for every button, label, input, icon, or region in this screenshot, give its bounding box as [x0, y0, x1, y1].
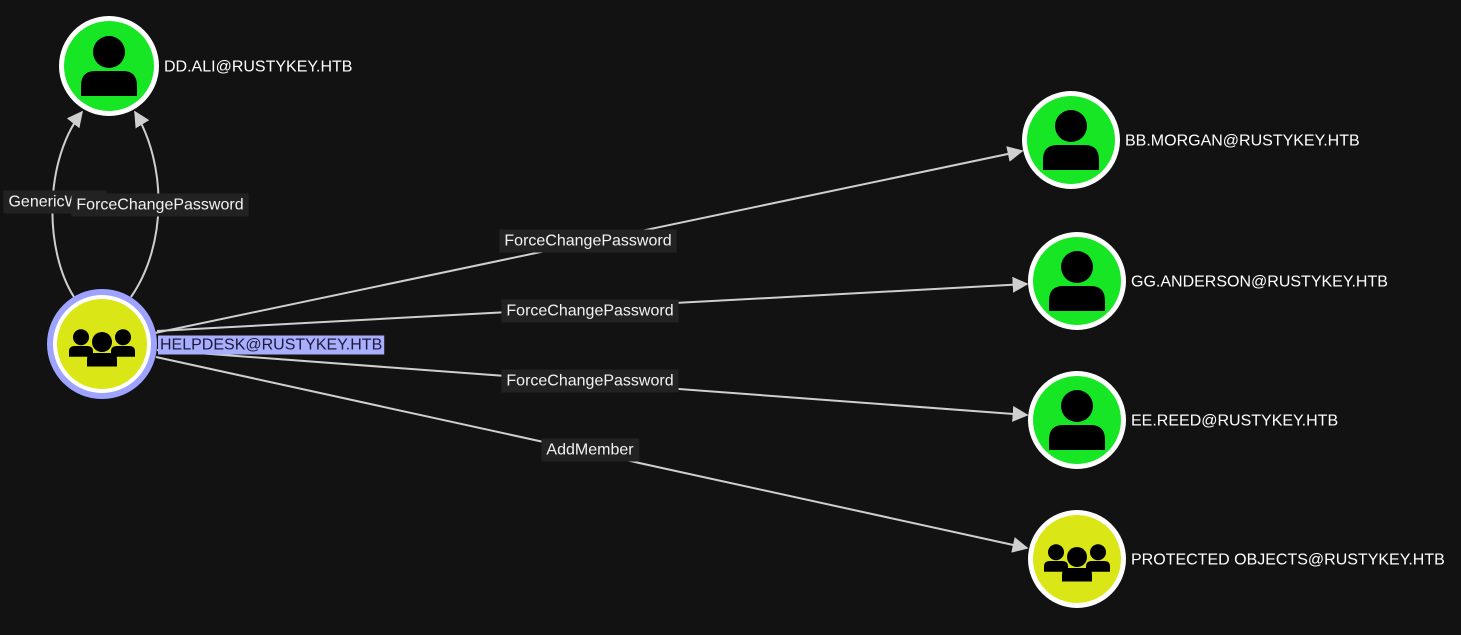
group-icon — [1044, 544, 1110, 582]
edge-label-text: ForceChangePassword — [506, 373, 673, 390]
edges-layer — [51, 110, 1029, 553]
node-label: DD.ALI@RUSTYKEY.HTB — [164, 59, 352, 76]
group-icon — [69, 329, 135, 367]
edge-label-e4[interactable]: ForceChangePassword — [501, 299, 679, 323]
edge-label-bg — [499, 229, 677, 253]
node-label: GG.ANDERSON@RUSTYKEY.HTB — [1131, 274, 1388, 291]
node-gg_anderson[interactable]: GG.ANDERSON@RUSTYKEY.HTB — [1028, 232, 1388, 330]
edge-label-text: ForceChangePassword — [506, 303, 673, 320]
node-label-highlight — [158, 335, 385, 355]
user-icon — [81, 36, 137, 96]
edge-labels-layer: GenericWriteForceChangePasswordForceChan… — [3, 190, 679, 462]
node-label: EE.REED@RUSTYKEY.HTB — [1131, 413, 1338, 430]
edge-label-e3[interactable]: ForceChangePassword — [499, 229, 677, 253]
edge-label-bg — [541, 438, 640, 462]
node-ee_reed[interactable]: EE.REED@RUSTYKEY.HTB — [1028, 371, 1338, 469]
edge-label-text: ForceChangePassword — [504, 233, 671, 250]
edge-label-text: AddMember — [546, 442, 634, 459]
user-icon — [1043, 110, 1099, 170]
edge-label-bg — [501, 369, 679, 393]
edge-label-bg — [501, 299, 679, 323]
edge-label-e2[interactable]: ForceChangePassword — [71, 193, 249, 217]
node-dd_ali[interactable]: DD.ALI@RUSTYKEY.HTB — [59, 16, 352, 116]
edge-label-text: ForceChangePassword — [76, 197, 243, 214]
node-label: BB.MORGAN@RUSTYKEY.HTB — [1125, 133, 1360, 150]
user-icon — [1049, 251, 1105, 311]
edge-label-e5[interactable]: ForceChangePassword — [501, 369, 679, 393]
edge-label-bg — [71, 193, 249, 217]
node-helpdesk[interactable]: HELPDESK@RUSTYKEY.HTB — [47, 289, 385, 399]
node-label: PROTECTED OBJECTS@RUSTYKEY.HTB — [1131, 552, 1445, 569]
nodes-layer: DD.ALI@RUSTYKEY.HTB HELPDESK@RUSTYKEY.HTB… — [47, 16, 1445, 608]
node-label: HELPDESK@RUSTYKEY.HTB — [160, 337, 382, 354]
user-icon — [1049, 390, 1105, 450]
edge-label-e6[interactable]: AddMember — [541, 438, 640, 462]
node-bb_morgan[interactable]: BB.MORGAN@RUSTYKEY.HTB — [1022, 91, 1360, 189]
node-protected_objects[interactable]: PROTECTED OBJECTS@RUSTYKEY.HTB — [1028, 510, 1445, 608]
